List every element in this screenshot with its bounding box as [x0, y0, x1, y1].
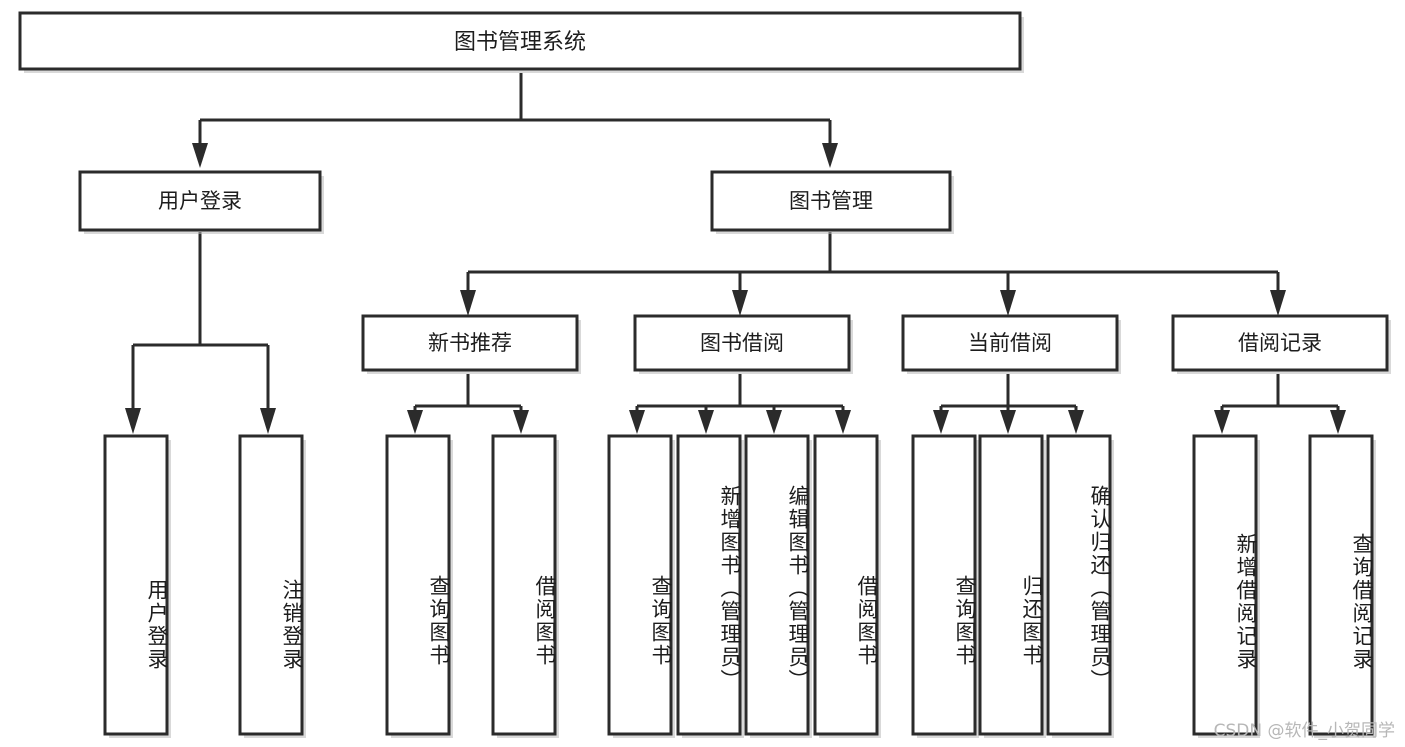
arrow-nbr-child-2 — [513, 410, 529, 434]
node-book-manage[interactable]: 图书管理 — [710, 170, 954, 234]
leaf-query-book-2-box[interactable] — [607, 434, 673, 736]
leaf-confirm-return-box[interactable] — [1046, 434, 1112, 736]
edge-group-new-book-rec — [407, 374, 529, 434]
edge-group-root — [192, 73, 838, 168]
node-user-login-box[interactable] — [78, 170, 322, 232]
leaf-edit-book-box[interactable] — [744, 434, 810, 736]
node-current-borrow[interactable]: 当前借阅 — [901, 314, 1121, 374]
arrow-cb-child-1 — [933, 410, 949, 434]
leaf-query-book-3-box[interactable] — [911, 434, 977, 736]
arrow-bm-child-borrow-record — [1270, 290, 1286, 316]
node-current-borrow-box[interactable] — [901, 314, 1119, 372]
node-new-book-rec-box[interactable] — [361, 314, 579, 372]
node-book-borrow-label: 图书借阅 — [700, 331, 784, 355]
arrow-bm-child-current-borrow — [1000, 290, 1016, 316]
edge-group-current-borrow — [933, 374, 1084, 434]
arrow-cb-child-2 — [1000, 410, 1016, 434]
leaf-add-record-box[interactable] — [1192, 434, 1258, 736]
node-root[interactable]: 图书管理系统 — [18, 11, 1024, 73]
leaf-query-record-box[interactable] — [1308, 434, 1374, 736]
node-new-book-rec-label: 新书推荐 — [428, 331, 512, 355]
node-user-login-label: 用户登录 — [158, 189, 242, 213]
leaf-query-book-1-box[interactable] — [385, 434, 451, 736]
node-book-manage-label: 图书管理 — [789, 189, 873, 213]
edge-group-book-borrow — [629, 374, 851, 434]
arrow-bb-child-3 — [766, 410, 782, 434]
arrow-br-child-2 — [1330, 410, 1346, 434]
arrow-br-child-1 — [1214, 410, 1230, 434]
arrow-bb-child-2 — [698, 410, 714, 434]
node-root-box[interactable] — [18, 11, 1022, 71]
arrow-root-to-user-login — [192, 143, 208, 168]
arrow-bm-child-new-book-rec — [460, 290, 476, 316]
leaf-borrow-book-1-box[interactable] — [491, 434, 557, 736]
node-borrow-record-label: 借阅记录 — [1238, 331, 1322, 355]
node-borrow-record[interactable]: 借阅记录 — [1171, 314, 1391, 374]
arrow-cb-child-3 — [1068, 410, 1084, 434]
node-book-borrow-box[interactable] — [633, 314, 851, 372]
leaf-borrow-book-2-box[interactable] — [813, 434, 879, 736]
arrow-bb-child-4 — [835, 410, 851, 434]
arrow-user-login-child-1 — [125, 408, 141, 434]
node-borrow-record-box[interactable] — [1171, 314, 1389, 372]
csdn-watermark: CSDN @软件_小贺同学 — [1213, 721, 1395, 741]
node-root-label: 图书管理系统 — [454, 30, 586, 55]
edge-group-borrow-record — [1214, 374, 1346, 434]
leaf-logout-box[interactable] — [238, 434, 304, 736]
node-book-manage-box[interactable] — [710, 170, 952, 232]
leaf-add-book-box[interactable] — [676, 434, 742, 736]
arrow-bb-child-1 — [629, 410, 645, 434]
arrow-root-to-book-manage — [822, 143, 838, 168]
edge-group-user-login — [125, 232, 276, 434]
leaf-user-login-box[interactable] — [103, 434, 169, 736]
node-new-book-rec[interactable]: 新书推荐 — [361, 314, 581, 374]
node-user-login[interactable]: 用户登录 — [78, 170, 324, 234]
arrow-user-login-child-2 — [260, 408, 276, 434]
node-book-borrow[interactable]: 图书借阅 — [633, 314, 853, 374]
arrow-nbr-child-1 — [407, 410, 423, 434]
arrow-bm-child-book-borrow — [732, 290, 748, 316]
edge-group-book-manage — [460, 232, 1286, 316]
leaf-return-book-box[interactable] — [978, 434, 1044, 736]
leaf-boxes — [103, 434, 1376, 738]
node-current-borrow-label: 当前借阅 — [968, 331, 1052, 355]
